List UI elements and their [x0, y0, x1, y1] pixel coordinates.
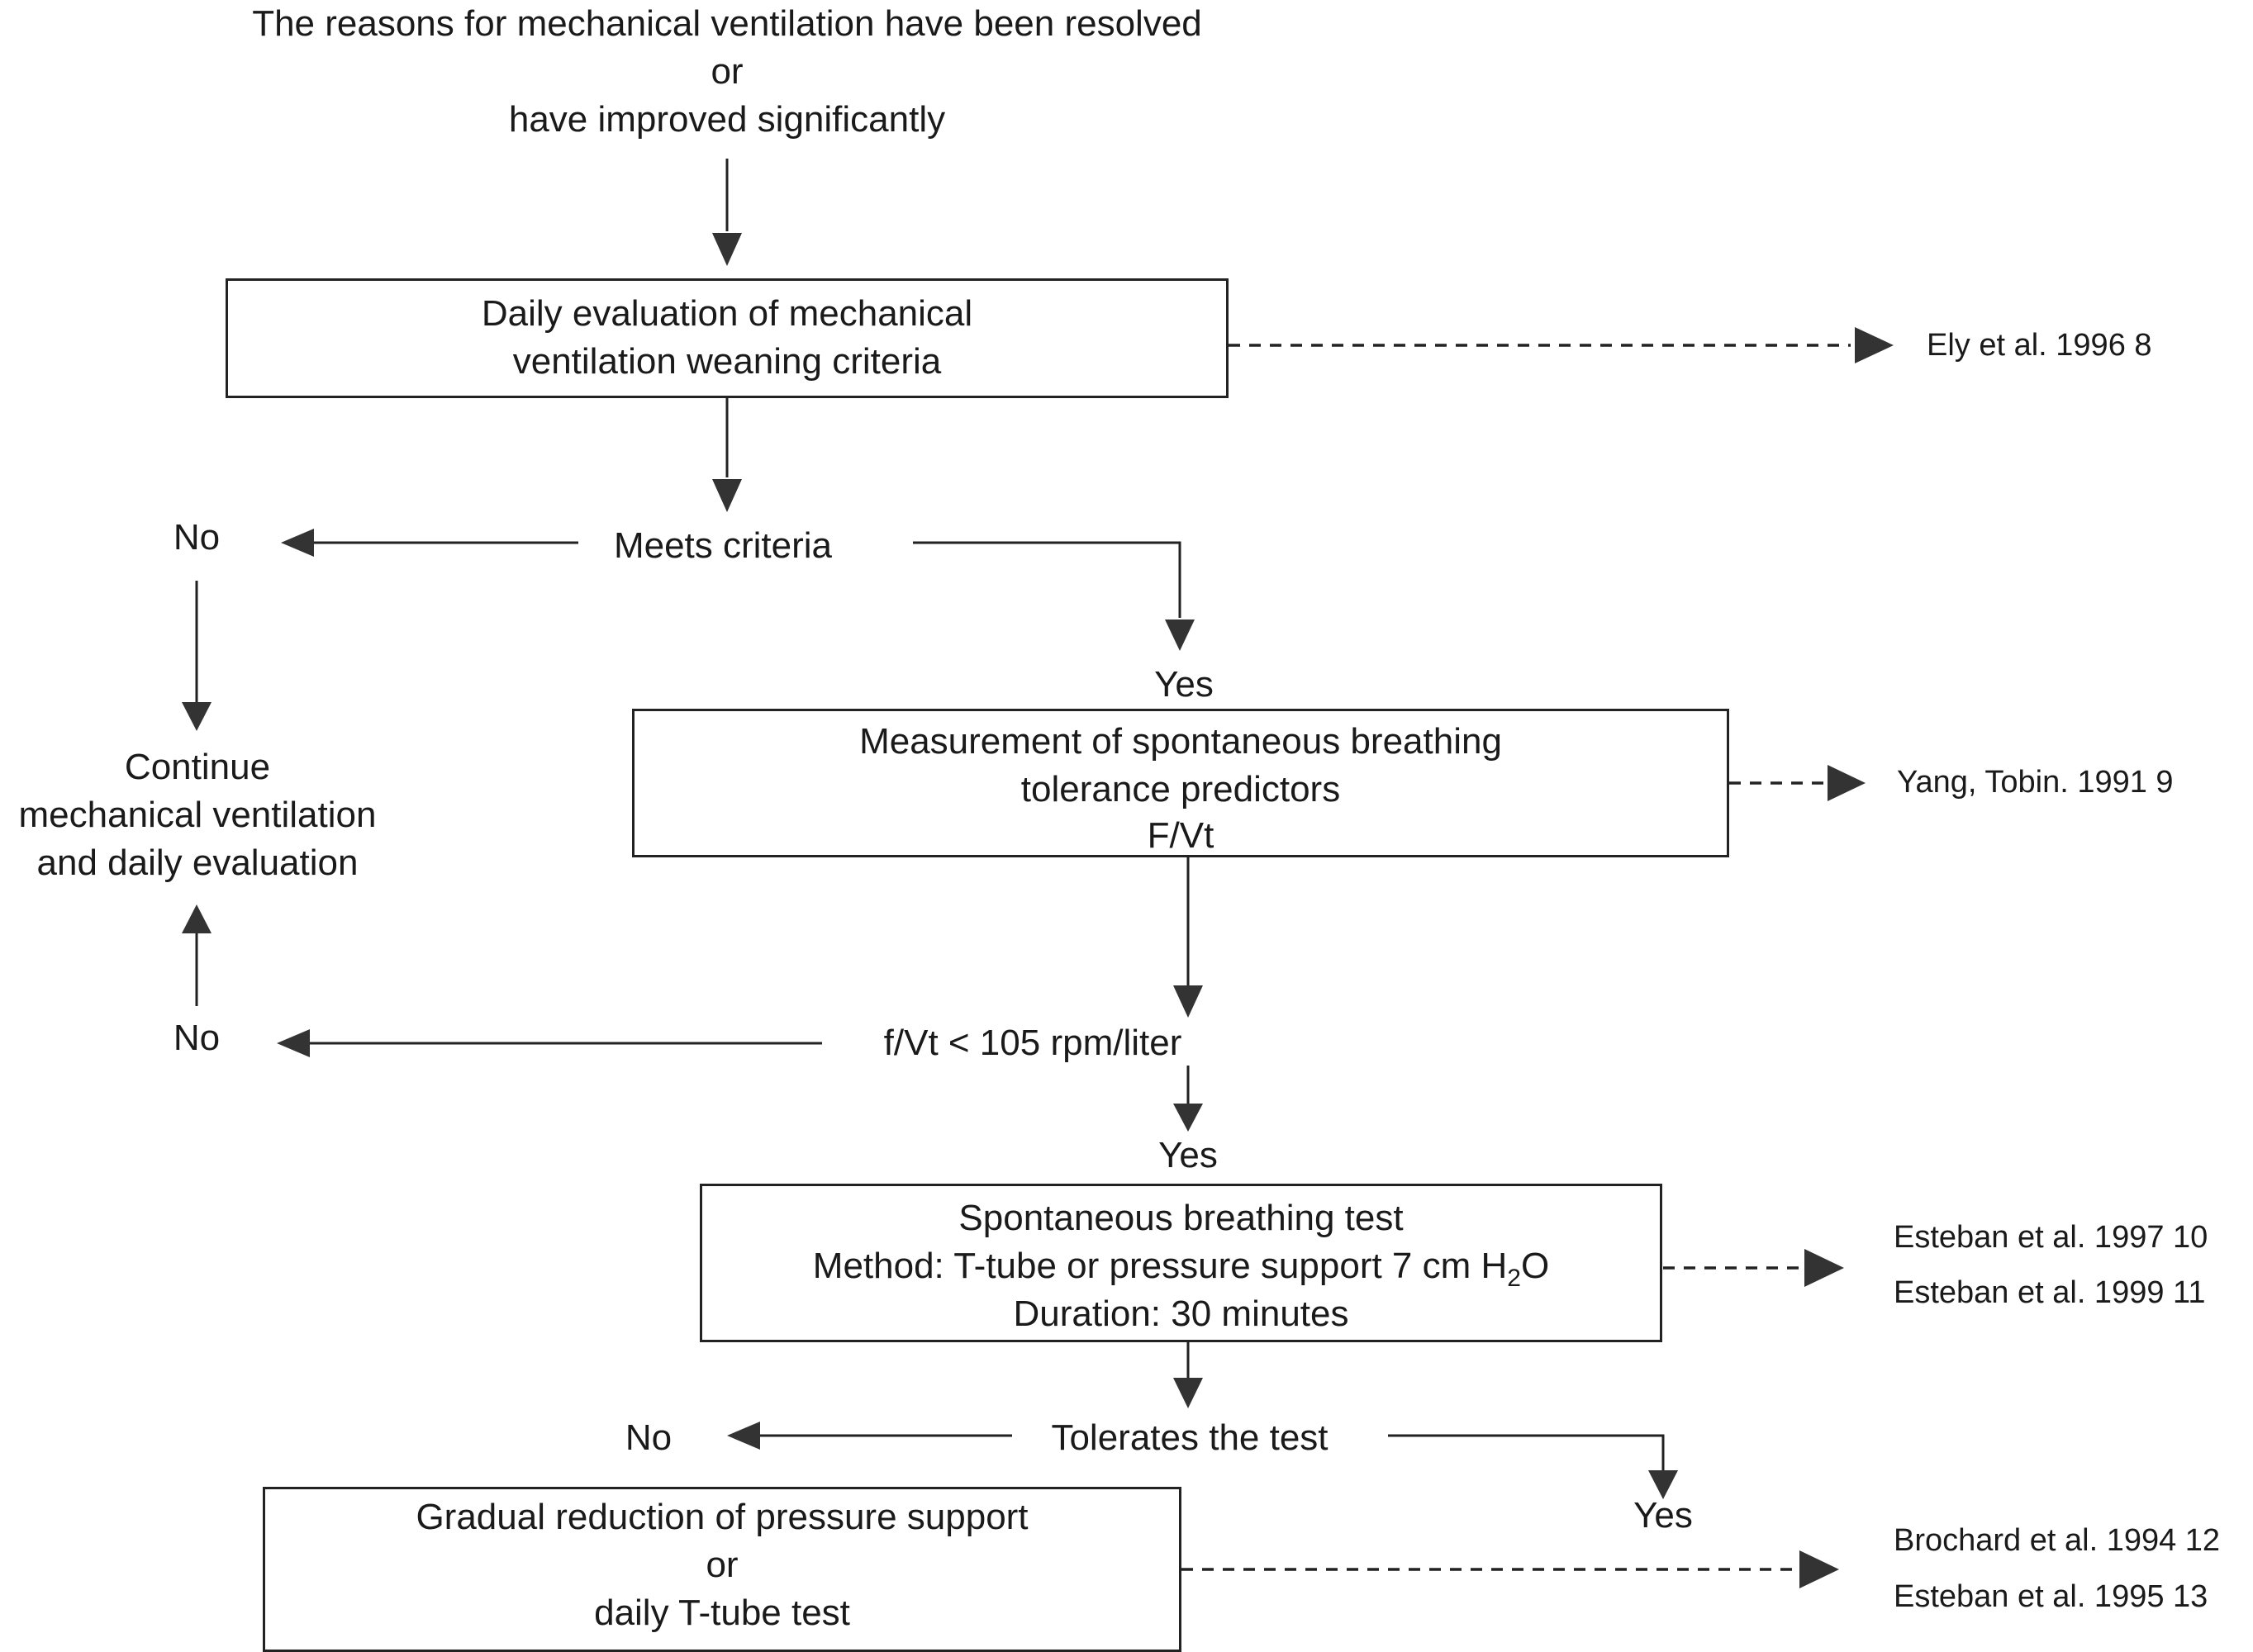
- start-condition-line2: or: [711, 51, 744, 92]
- daily-evaluation-box: Daily evaluation of mechanical ventilati…: [226, 278, 1229, 398]
- reference-esteban-1995: Esteban et al. 1995 13: [1894, 1579, 2208, 1614]
- decision-fvt: f/Vt < 105 rpm/liter: [883, 1023, 1182, 1063]
- gradual-line1: Gradual reduction of pressure support: [416, 1497, 1029, 1537]
- arrowhead-tolerates: [1173, 1378, 1203, 1408]
- reference-esteban-1997: Esteban et al. 1997 10: [1894, 1220, 2208, 1255]
- arrowhead-start: [712, 233, 742, 266]
- gradual-line3: daily T-tube test: [594, 1593, 850, 1633]
- arrowhead-criteria: [712, 479, 742, 512]
- reference-brochard-1994: Brochard et al. 1994 12: [1894, 1523, 2221, 1558]
- arrowhead-yang: [1828, 765, 1866, 801]
- continue-line3: and daily evaluation: [36, 843, 359, 883]
- daily-evaluation-line1: Daily evaluation of mechanical: [481, 293, 973, 334]
- continue-line2: mechanical ventilation: [18, 795, 377, 835]
- continue-ventilation: Continue mechanical ventilation and dail…: [0, 743, 395, 887]
- arrowhead-brochard: [1799, 1550, 1839, 1588]
- measurement-line3: F/Vt: [1147, 815, 1214, 856]
- arrowhead-no1: [281, 529, 314, 557]
- arrowhead-yes1: [1165, 620, 1195, 651]
- no-label-tolerates: No: [625, 1417, 673, 1458]
- decision-meets-criteria: Meets criteria: [613, 525, 833, 566]
- arrowhead-fvt: [1173, 985, 1203, 1018]
- decision-tolerates-test: Tolerates the test: [1051, 1417, 1329, 1458]
- sbt-line2-post: O: [1520, 1246, 1550, 1286]
- start-condition-line1: The reasons for mechanical ventilation h…: [252, 3, 1202, 44]
- arrowhead-yes2: [1173, 1104, 1203, 1132]
- gradual-reduction-box: Gradual reduction of pressure support or…: [263, 1487, 1181, 1652]
- arrowhead-continue-up: [182, 904, 212, 933]
- arrowhead-no3: [727, 1422, 760, 1450]
- reference-yang-tobin-1991: Yang, Tobin. 1991 9: [1897, 765, 2174, 800]
- reference-ely-1996: Ely et al. 1996 8: [1927, 328, 2152, 363]
- yes-label-fvt: Yes: [1158, 1135, 1218, 1175]
- reference-esteban-1999: Esteban et al. 1999 11: [1894, 1275, 2206, 1310]
- no-label-criteria: No: [173, 517, 221, 558]
- arrowhead-yes3: [1648, 1470, 1678, 1499]
- arrowhead-esteban: [1804, 1249, 1844, 1287]
- gradual-line2: or: [706, 1545, 739, 1585]
- measurement-line2: tolerance predictors: [1020, 769, 1341, 809]
- measurement-line1: Measurement of spontaneous breathing: [859, 721, 1502, 762]
- measurement-box: Measurement of spontaneous breathing tol…: [632, 709, 1729, 857]
- yes-label-criteria: Yes: [1154, 664, 1214, 705]
- arrowhead-continue-down: [182, 702, 212, 731]
- no-label-fvt: No: [173, 1018, 221, 1058]
- yes-label-tolerates: Yes: [1633, 1495, 1693, 1536]
- sbt-line2-subscript: 2: [1507, 1264, 1521, 1292]
- sbt-line2-pre: Method: T-tube or pressure support 7 cm …: [812, 1246, 1508, 1286]
- arrow-criteria-to-yes: [913, 541, 1181, 618]
- spontaneous-breathing-test-box: Spontaneous breathing test Method: T-tub…: [700, 1184, 1662, 1342]
- start-condition-line3: have improved significantly: [508, 99, 946, 140]
- sbt-line1: Spontaneous breathing test: [958, 1198, 1404, 1238]
- arrowhead-no2: [277, 1029, 310, 1057]
- daily-evaluation-line2: ventilation weaning criteria: [512, 341, 942, 382]
- arrow-tolerates-to-yes: [1388, 1434, 1665, 1473]
- sbt-line2: Method: T-tube or pressure support 7 cm …: [702, 1242, 1660, 1290]
- continue-line1: Continue: [124, 747, 271, 787]
- start-condition: The reasons for mechanical ventilation h…: [149, 0, 1305, 144]
- sbt-line3: Duration: 30 minutes: [1013, 1294, 1349, 1334]
- arrowhead-ely: [1855, 327, 1894, 363]
